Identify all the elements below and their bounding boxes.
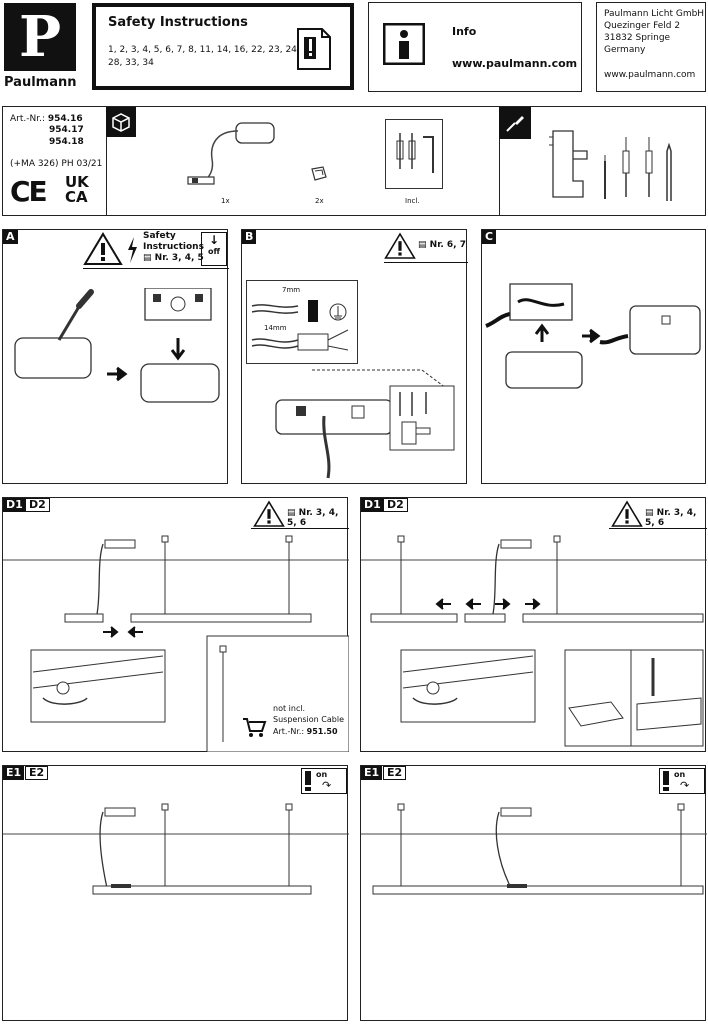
- incl-label: Incl.: [405, 197, 420, 205]
- step-d-left-panel: D1 D2 ▤ Nr. 3, 4, 5, 6 not incl. Suspens…: [2, 497, 349, 752]
- screws-and-key-illustration: [396, 133, 434, 173]
- warning-icon: [384, 232, 416, 259]
- paulmann-logo: P Paulmann: [4, 3, 77, 93]
- suspension-cable-label: Suspension Cable: [273, 715, 344, 724]
- step-e2-label: E2: [25, 766, 49, 780]
- step-e-left-illustration: [3, 803, 349, 895]
- dim-14mm: 14mm: [264, 324, 287, 332]
- electric-hazard-icon: [128, 237, 137, 263]
- step-e1-label: E1: [361, 766, 383, 780]
- safety-instructions-box: Safety Instructions 1, 2, 3, 4, 5, 6, 7,…: [92, 3, 354, 90]
- step-d-right-illustration: [361, 535, 707, 747]
- address-url[interactable]: www.paulmann.com: [604, 70, 696, 80]
- dim-7mm: 7mm: [282, 286, 301, 294]
- step-b-ceiling-illustration: [275, 369, 455, 479]
- contents-canopy-illustration: [187, 122, 275, 185]
- step-e-left-panel: E1 E2 on ↷: [2, 765, 349, 1021]
- address-line-4: Germany: [604, 45, 646, 55]
- step-b-nr: ▤ Nr. 6, 7: [418, 240, 466, 250]
- wiring-illustration: [251, 300, 349, 351]
- info-icon: [383, 23, 425, 65]
- qty-2: 2x: [315, 197, 324, 205]
- step-c-illustration: [485, 283, 701, 389]
- power-off-indicator: ↓ off: [201, 232, 227, 266]
- box-icon: [112, 113, 130, 132]
- article-nr-3: 954.18: [49, 137, 84, 147]
- step-d-left-nr: ▤ Nr. 3, 4, 5, 6: [287, 508, 339, 528]
- article-nr-2: 954.17: [49, 125, 84, 135]
- safety-numbers-2: 28, 33, 34: [108, 58, 154, 68]
- step-e1-label: E1: [3, 766, 25, 780]
- safety-title: Safety Instructions: [108, 15, 248, 30]
- step-d-right-nr: ▤ Nr. 3, 4, 5, 6: [645, 508, 697, 528]
- step-a-safety-label: Safety Instructions ▤ Nr. 3, 4, 5: [143, 231, 204, 263]
- article-code: (+MA 326) PH 03/21: [10, 159, 103, 169]
- warning-icon: [611, 500, 643, 527]
- warning-icon: [83, 232, 123, 265]
- step-c-panel: C: [481, 229, 706, 484]
- ce-mark: CE: [10, 175, 48, 208]
- product-info-row: Art.-Nr.: 954.16 954.17 954.18 (+MA 326)…: [2, 106, 706, 216]
- step-a-label: A: [3, 230, 18, 244]
- address-line-1: Paulmann Licht GmbH: [604, 9, 705, 19]
- step-b-label: B: [242, 230, 257, 244]
- contents-clip-illustration: [311, 166, 327, 181]
- step-e-right-panel: E1 E2 on ↷: [360, 765, 707, 1021]
- document-warning-icon: [297, 28, 331, 70]
- not-incl-label: not incl.: [273, 704, 306, 713]
- step-d2-label: D2: [383, 498, 408, 512]
- cable-article: Art.-Nr.: 951.50: [273, 727, 338, 736]
- logo-letter: P: [18, 4, 62, 70]
- info-url[interactable]: www.paulmann.com: [452, 57, 578, 70]
- step-a-illustration: [14, 288, 220, 403]
- step-d-right-panel: D1 D2 ▤ Nr. 3, 4, 5, 6: [360, 497, 707, 752]
- address-line-2: Quezinger Feld 2: [604, 21, 681, 31]
- screwdriver-icon: [506, 116, 524, 132]
- step-e-right-illustration: [361, 803, 707, 895]
- address-box: Paulmann Licht GmbH Quezinger Feld 2 318…: [596, 2, 706, 92]
- article-nr-1: 954.16: [47, 114, 83, 124]
- info-title: Info: [452, 25, 477, 38]
- power-on-indicator: on ↷: [301, 768, 347, 794]
- power-on-indicator: on ↷: [659, 768, 705, 794]
- qty-1: 1x: [221, 197, 230, 205]
- step-e2-label: E2: [383, 766, 407, 780]
- brand-name: Paulmann: [4, 75, 77, 90]
- step-d2-label: D2: [25, 498, 50, 512]
- step-c-label: C: [482, 230, 497, 244]
- shopping-cart-icon: [243, 718, 267, 737]
- safety-numbers-1: 1, 2, 3, 4, 5, 6, 7, 8, 11, 14, 16, 22, …: [108, 45, 300, 55]
- warning-icon: [253, 500, 285, 527]
- address-line-3: 31832 Springe: [604, 33, 671, 43]
- article-label: Art.-Nr.:: [10, 114, 45, 124]
- step-d1-label: D1: [361, 498, 384, 512]
- tools-illustration: [549, 130, 672, 201]
- step-a-panel: A Safety Instructions ▤ Nr. 3, 4, 5 ↓ of…: [2, 229, 229, 484]
- step-b-panel: B ▤ Nr. 6, 7 7mm 14mm: [241, 229, 468, 484]
- step-d-left-illustration: [3, 535, 349, 752]
- info-box: Info www.paulmann.com: [368, 2, 582, 92]
- step-d1-label: D1: [3, 498, 26, 512]
